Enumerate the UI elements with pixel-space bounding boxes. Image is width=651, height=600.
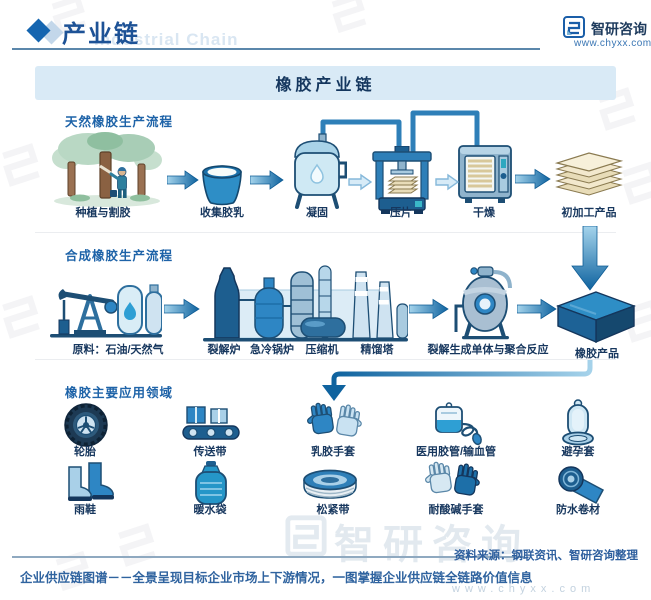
arrow-down-icon	[571, 226, 609, 291]
arrow-right-icon	[409, 298, 449, 320]
step-label: 原料：石油/天然气	[72, 344, 164, 356]
watermark-logo-icon	[624, 299, 651, 343]
step-label: 初加工产品	[561, 207, 617, 219]
app-label: 防水卷材	[556, 504, 600, 516]
rain-boots-icon	[68, 462, 114, 501]
banner-title: 橡胶产业链	[275, 77, 376, 94]
banner: 橡胶产业链	[35, 66, 616, 100]
conveyor-belt-icon	[182, 406, 240, 440]
step-label: 收集胶乳	[200, 207, 244, 219]
app-label: 传送带	[193, 446, 227, 458]
app-label: 雨鞋	[74, 504, 96, 516]
drying-oven-icon	[458, 145, 512, 203]
acid-alkali-gloves-icon	[425, 461, 480, 496]
app-label: 避孕套	[561, 446, 595, 458]
step-label: 精馏塔	[360, 344, 394, 356]
watermark-logo-icon	[51, 0, 87, 36]
app-label: 医用胶管/输血管	[415, 446, 497, 458]
brand-website: www.chyxx.com	[574, 38, 651, 49]
step-label: 压片	[390, 207, 412, 219]
brand-name: 智研咨询	[591, 21, 647, 37]
latex-bucket-icon	[202, 165, 242, 206]
watermark-logo-icon	[622, 161, 651, 205]
hot-water-bag-icon	[195, 461, 227, 505]
reactor-icon	[454, 266, 512, 340]
header-ghost-text: Industrial Chain	[94, 30, 239, 49]
coagulation-tank-icon	[294, 133, 347, 209]
arrow-right-icon	[167, 170, 199, 190]
medical-tube-icon	[435, 402, 482, 446]
app-label: 松紧带	[316, 504, 350, 516]
brand-logo-icon	[563, 16, 585, 38]
page-title: 产业链	[62, 21, 140, 48]
app-label: 暖水袋	[193, 504, 227, 516]
step-label: 急冷锅炉	[250, 344, 294, 356]
app-label: 轮胎	[74, 446, 96, 458]
section-label-synthetic: 合成橡胶生产流程	[65, 249, 174, 263]
watermark-logo-icon	[118, 523, 156, 567]
step-label: 橡胶产品	[575, 348, 619, 360]
step-label: 凝固	[306, 207, 328, 219]
watermark-logo-icon	[331, 0, 367, 34]
arrow-right-icon	[164, 298, 200, 320]
elastic-band-icon	[303, 469, 357, 499]
watermark-brand-text: 智研咨询	[334, 523, 530, 567]
watermark-logo-icon	[55, 550, 91, 592]
footer-rule	[12, 556, 524, 558]
step-label: 种植与割胶	[75, 207, 131, 219]
app-label: 乳胶手套	[311, 446, 355, 458]
section-divider	[35, 232, 616, 233]
oilfield-icon	[50, 284, 162, 338]
step-label: 裂解炉	[207, 344, 241, 356]
step-label: 干燥	[473, 207, 495, 219]
step-label: 裂解生成单体与聚合反应	[427, 344, 549, 356]
watermark-logo-icon	[598, 87, 636, 131]
app-label: 耐酸碱手套	[428, 504, 484, 516]
processed-sheets-icon	[554, 152, 624, 196]
arrow-right-light-icon	[348, 173, 372, 191]
footer-tagline: 企业供应链图谱－－全景呈现目标企业市场上下游情况，一图掌握企业供应链全链路价值信…	[20, 571, 533, 585]
rubber-block-icon	[556, 291, 636, 344]
section-label-applications: 橡胶主要应用领域	[65, 386, 174, 400]
waterproof-membrane-icon	[558, 466, 605, 505]
watermark-logo-icon	[2, 295, 40, 339]
condom-icon	[562, 399, 594, 446]
watermark-logo-icon	[285, 515, 327, 557]
sheet-press-icon	[372, 146, 432, 214]
section-label-natural: 天然橡胶生产流程	[65, 115, 174, 129]
chemical-plant-icon	[203, 265, 408, 342]
arrow-right-light-icon	[435, 173, 459, 191]
watermark-website-text: www.chyxx.com	[452, 583, 596, 595]
watermark-logo-icon	[2, 143, 40, 187]
step-label: 压缩机	[305, 344, 339, 356]
tire-icon	[64, 403, 108, 447]
arrow-right-icon	[517, 298, 557, 320]
arrow-right-icon	[515, 168, 551, 190]
header-rule	[12, 48, 540, 50]
section-divider	[35, 359, 616, 360]
latex-gloves-icon	[307, 402, 362, 437]
arrow-right-icon	[250, 170, 284, 190]
rubber-tree-tapping-icon	[52, 132, 162, 207]
source-note: 资料来源：钢联资讯、智研咨询整理	[454, 550, 638, 562]
